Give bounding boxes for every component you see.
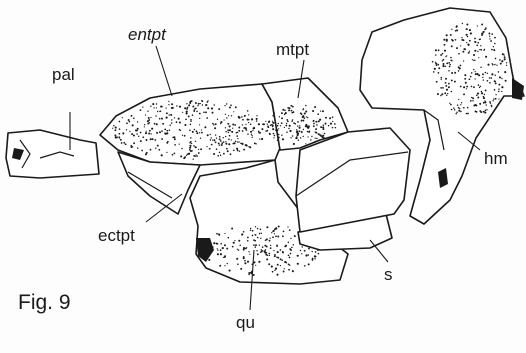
label-mtpt: mtpt: [276, 41, 309, 58]
label-hm: hm: [484, 150, 508, 167]
endopterygoid-bone: [100, 84, 280, 165]
label-entpt: entpt: [128, 26, 166, 43]
label-ectpt: ectpt: [98, 227, 135, 244]
figure-caption: Fig. 9: [18, 292, 71, 313]
leader-entpt: [156, 46, 172, 96]
label-s: s: [384, 266, 393, 283]
label-pal: pal: [52, 66, 75, 83]
palatine-bone: [6, 130, 99, 178]
label-qu: qu: [236, 314, 255, 331]
